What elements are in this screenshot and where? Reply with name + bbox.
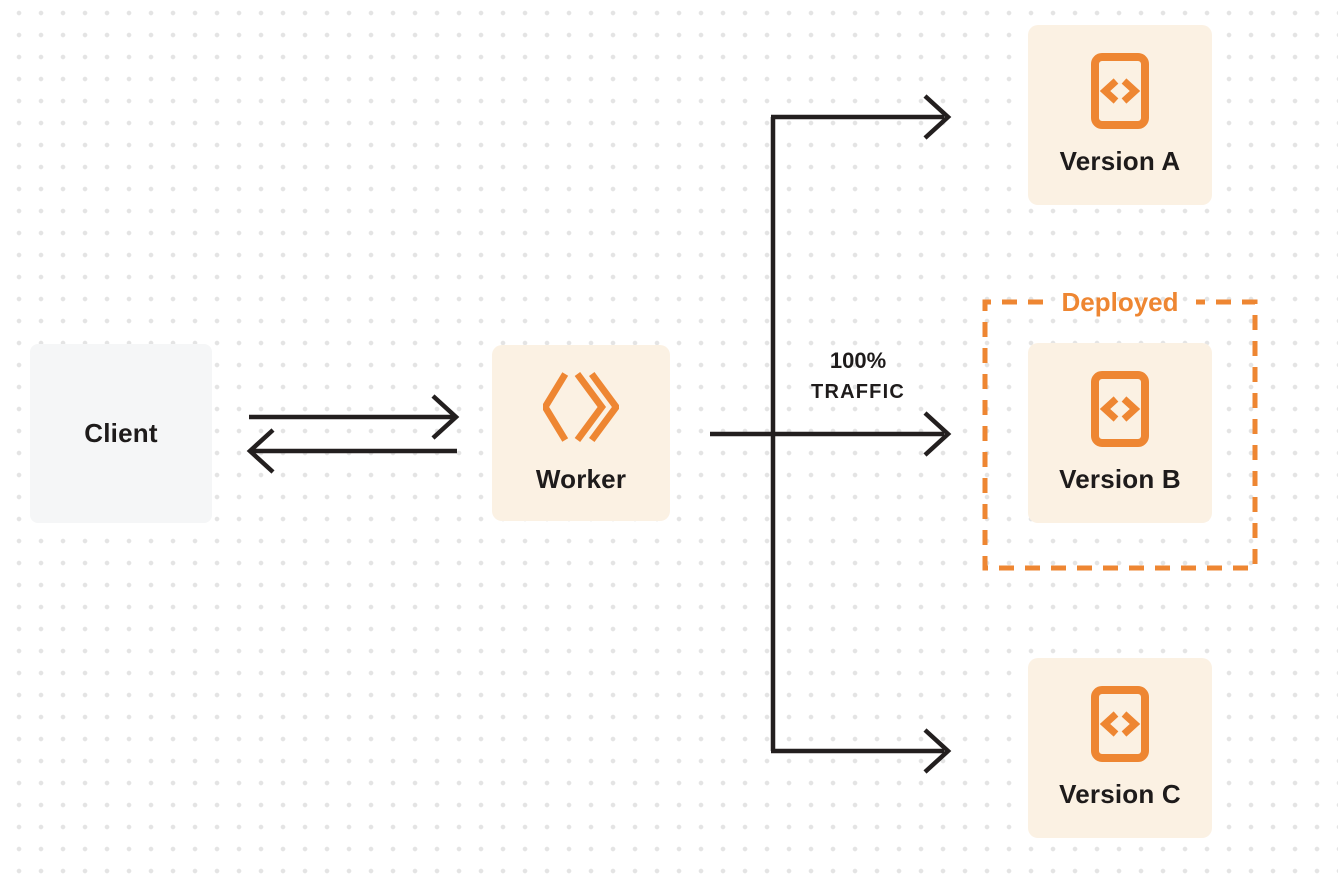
node-version-a: Version A <box>1028 25 1212 205</box>
arrow-to-version-b <box>710 411 952 457</box>
cloudflare-workers-icon <box>541 371 621 448</box>
arrow-to-version-c <box>771 728 952 774</box>
version-c-label: Version C <box>1059 779 1181 809</box>
code-file-icon <box>1091 53 1149 134</box>
node-worker: Worker <box>492 345 670 521</box>
node-version-b: Version B <box>1028 343 1212 523</box>
client-label: Client <box>84 418 158 448</box>
version-a-label: Version A <box>1059 146 1181 176</box>
code-file-icon <box>1091 686 1149 767</box>
node-version-c: Version C <box>1028 658 1212 838</box>
version-b-label: Version B <box>1059 464 1181 494</box>
deployed-dashed-border <box>982 299 1258 571</box>
deployed-annotation: Deployed <box>1061 287 1179 317</box>
node-client: Client <box>30 344 212 523</box>
arrow-client-to-worker <box>249 394 460 440</box>
worker-label: Worker <box>535 464 627 494</box>
traffic-annotation: 100% TRAFFIC <box>796 346 920 408</box>
arrow-to-version-a <box>771 94 952 140</box>
arrow-worker-to-client <box>246 428 457 474</box>
code-file-icon <box>1091 371 1149 452</box>
traffic-word-text: TRAFFIC <box>811 381 905 403</box>
traffic-percent-text: 100% <box>829 348 887 373</box>
